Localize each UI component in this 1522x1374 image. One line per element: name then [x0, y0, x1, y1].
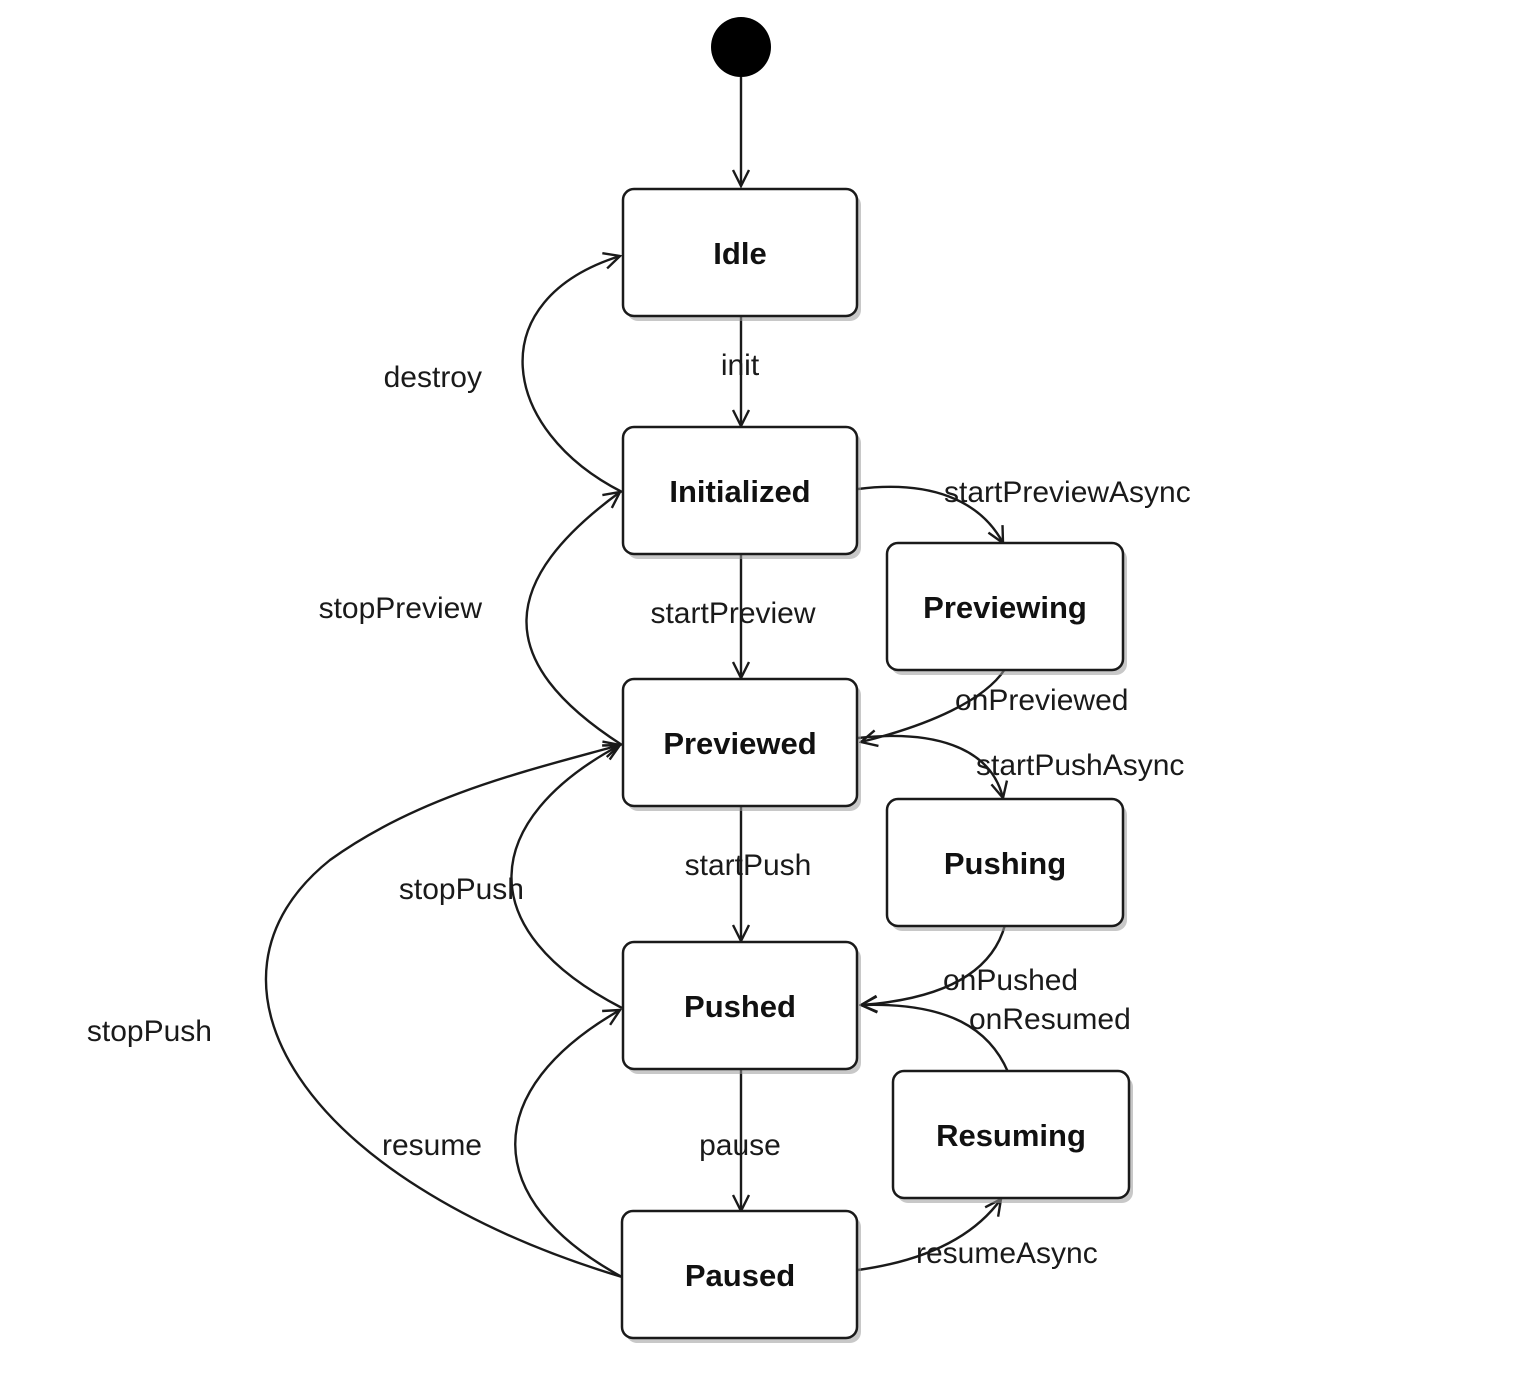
label-start-preview-async: startPreviewAsync — [944, 476, 1191, 509]
edge-start-push-async — [857, 734, 1003, 798]
label-pause: pause — [699, 1129, 781, 1162]
label-init: init — [721, 349, 760, 382]
edge-stop-push-outer — [264, 745, 622, 1279]
state-label-resuming: Resuming — [936, 1118, 1086, 1153]
state-label-previewing: Previewing — [923, 590, 1087, 625]
state-label-initialized: Initialized — [669, 474, 810, 509]
edge-destroy — [521, 256, 622, 494]
state-previewing: Previewing — [885, 541, 1127, 675]
label-resume: resume — [382, 1129, 482, 1162]
state-paused: Paused — [620, 1209, 861, 1343]
state-label-previewed: Previewed — [663, 726, 816, 761]
label-start-preview: startPreview — [650, 597, 815, 630]
state-previewed: Previewed — [621, 677, 861, 811]
edge-stop-push-inner — [510, 745, 623, 1010]
label-stop-push-outer: stopPush — [87, 1015, 212, 1048]
edge-resume-async — [857, 1199, 1001, 1272]
state-label-pushed: Pushed — [684, 989, 796, 1024]
edge-resume — [514, 1010, 623, 1279]
label-on-pushed: onPushed — [943, 964, 1078, 997]
label-stop-preview: stopPreview — [319, 592, 483, 625]
label-on-previewed: onPreviewed — [955, 684, 1128, 717]
state-resuming: Resuming — [891, 1069, 1133, 1203]
label-stop-push-inner: stopPush — [399, 873, 524, 906]
state-label-idle: Idle — [713, 236, 766, 271]
initial-state-node — [711, 17, 771, 77]
edge-on-pushed — [861, 924, 1007, 1005]
state-label-paused: Paused — [685, 1258, 795, 1293]
state-pushing: Pushing — [885, 797, 1127, 931]
label-destroy: destroy — [384, 361, 482, 394]
label-on-resumed: onResumed — [969, 1003, 1131, 1036]
label-resume-async: resumeAsync — [916, 1237, 1098, 1270]
edge-on-resumed — [861, 1005, 1010, 1073]
state-idle: Idle — [621, 187, 861, 321]
label-start-push-async: startPushAsync — [976, 749, 1184, 782]
edge-start-preview-async — [857, 485, 1003, 543]
state-pushed: Pushed — [621, 940, 861, 1074]
label-start-push: startPush — [685, 849, 812, 882]
edge-stop-preview — [525, 492, 623, 747]
state-initialized: Initialized — [621, 425, 861, 559]
state-label-pushing: Pushing — [944, 846, 1066, 881]
